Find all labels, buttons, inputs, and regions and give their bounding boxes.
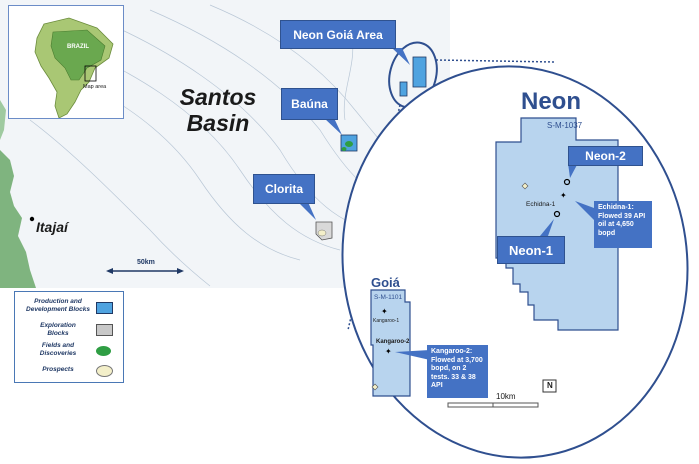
scale-main-label: 50km <box>137 259 155 266</box>
scale-inset-label: 10km <box>496 392 516 401</box>
legend-item: Fields and Discoveries <box>15 342 123 360</box>
callout-neon-2: Neon-2 <box>568 146 643 166</box>
legend-label: Prospects <box>42 366 74 373</box>
north-label: N <box>547 381 553 390</box>
clorita-block-small <box>315 221 333 241</box>
city-label: Itajaí <box>36 219 68 235</box>
callout-neon-1: Neon-1 <box>497 236 565 264</box>
note-echidna: Echidna-1: Flowed 39 API oil at 4,650 bo… <box>594 201 652 248</box>
map-area-label: Map area <box>83 84 107 90</box>
scale-bar-main <box>106 268 184 274</box>
well-symbols: ✦ ✦ ✦ <box>381 178 571 356</box>
callout-bauna: Baúna <box>281 88 338 120</box>
legend-label: Fields and Discoveries <box>39 342 77 357</box>
legend-label: Exploration Blocks <box>40 322 76 337</box>
neon-block-title: Neon <box>521 88 581 115</box>
prospect-swatch <box>96 365 113 377</box>
legend: Production and Development Blocks Explor… <box>14 291 124 383</box>
svg-text:✦: ✦ <box>381 307 388 316</box>
well-label-kangaroo-2: Kangaroo-2 <box>376 339 410 345</box>
legend-item: Prospects <box>15 364 123 378</box>
callout-clorita: Clorita <box>253 174 315 204</box>
bauna-blocks-small <box>340 134 358 152</box>
south-america-svg <box>34 17 114 118</box>
legend-label: Production and Development Blocks <box>26 298 90 313</box>
basin-label: Santos Basin <box>179 84 257 136</box>
prospect-diamond-goia <box>371 383 379 391</box>
well-label-kangaroo-1: Kangaroo-1 <box>373 318 400 324</box>
field-discovery-swatch <box>96 346 111 356</box>
south-america-inset: BRAZIL Map area <box>8 5 124 119</box>
itajai-point <box>29 216 35 222</box>
well-label-echidna: Echidna-1 <box>526 201 556 208</box>
neon-block-code: S-M-1037 <box>547 121 583 130</box>
north-arrow <box>542 379 557 393</box>
note-kangaroo: Kangaroo-2: Flowed at 3,700 bopd, on 2 t… <box>427 345 488 398</box>
scale-bar-inset <box>447 402 539 408</box>
legend-item: Exploration Blocks <box>15 320 123 338</box>
production-block-swatch <box>96 302 113 314</box>
exploration-block-swatch <box>96 324 113 336</box>
svg-text:✦: ✦ <box>560 191 567 200</box>
neon-goia-blocks-small <box>399 56 427 97</box>
callout-pointers <box>298 48 594 360</box>
goia-block-title: Goiá <box>371 275 400 290</box>
svg-text:✦: ✦ <box>385 347 392 356</box>
legend-item: Production and Development Blocks <box>15 296 123 318</box>
goia-block <box>370 289 411 397</box>
brazil-label: BRAZIL <box>67 44 89 50</box>
coastline-land <box>0 150 36 288</box>
prospect-diamond <box>521 182 529 190</box>
goia-block-code: S-M-1101 <box>374 294 403 301</box>
callout-neon-goia-area: Neon Goiá Area <box>280 20 396 49</box>
coastline-north <box>0 100 6 140</box>
